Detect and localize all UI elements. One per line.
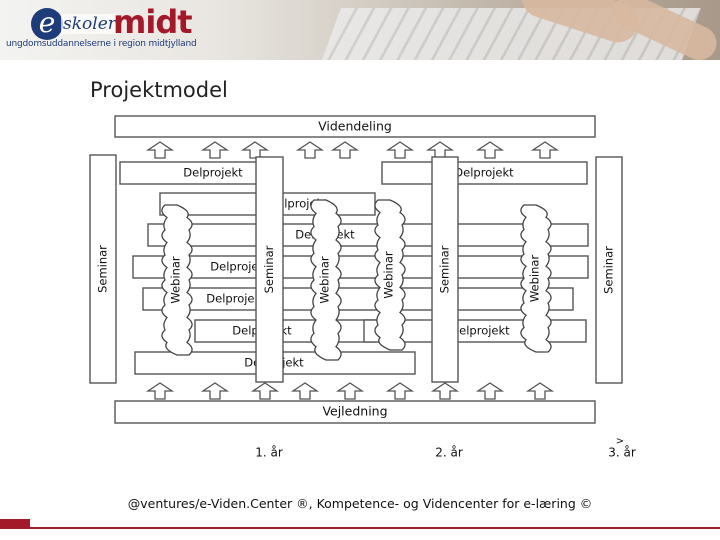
up-arrow — [200, 382, 230, 400]
up-arrow — [145, 382, 175, 400]
logo-e-icon: e — [31, 8, 63, 40]
up-arrow — [475, 141, 505, 159]
seminar-label: Seminar — [438, 245, 452, 293]
seminar-label: Seminar — [602, 246, 616, 294]
webinar-cloud — [520, 204, 552, 353]
up-arrow — [430, 382, 460, 400]
delprojekt-label: Delprojekt — [210, 260, 270, 274]
logo-midt: midt — [113, 3, 193, 41]
seminar-pillar — [431, 156, 459, 383]
up-arrow — [250, 382, 280, 400]
up-arrow — [335, 382, 365, 400]
year-label-3: 3. år — [608, 446, 636, 460]
logo-skoler: skoler — [61, 14, 118, 34]
up-arrow — [525, 382, 555, 400]
up-arrow — [330, 141, 360, 159]
vejledning-label: Vejledning — [322, 404, 387, 419]
up-arrow — [425, 141, 455, 159]
up-arrow — [530, 141, 560, 159]
seminar-pillar — [89, 154, 117, 384]
seminar-label: Seminar — [262, 245, 276, 293]
page-title: Projektmodel — [90, 78, 228, 102]
up-arrow — [385, 382, 415, 400]
webinar-label: Webinar — [169, 256, 183, 304]
up-arrow — [475, 382, 505, 400]
up-arrow — [290, 382, 320, 400]
up-arrow — [145, 141, 175, 159]
seminar-label: Seminar — [96, 245, 110, 293]
delprojekt-box — [142, 287, 574, 311]
videndeling-bar — [114, 115, 596, 138]
up-arrow — [295, 141, 325, 159]
webinar-label: Webinar — [382, 251, 396, 299]
bottom-rule — [0, 527, 720, 529]
year-label-1: 1. år — [255, 446, 283, 460]
arrow-marker: > — [616, 436, 624, 447]
webinar-label: Webinar — [318, 256, 332, 304]
delprojekt-label: Delprojekt — [450, 324, 510, 338]
corner-accent — [0, 519, 30, 527]
up-arrow — [240, 141, 270, 159]
webinar-cloud — [374, 199, 406, 351]
delprojekt-label: Delprojekt — [206, 292, 266, 306]
videndeling-label: Videndeling — [318, 119, 392, 134]
webinar-cloud — [161, 204, 193, 356]
seminar-pillar — [595, 156, 623, 384]
delprojekt-box — [132, 255, 589, 279]
footer-copyright: @ventures/e-Viden.Center ®, Kompetence- … — [127, 496, 593, 511]
webinar-label: Webinar — [528, 255, 542, 303]
header-banner: e skoler midt ungdomsuddannelserne i reg… — [0, 0, 720, 60]
delprojekt-label: Delprojekt — [454, 166, 514, 180]
webinar-cloud — [310, 199, 342, 361]
delprojekt-label: Delprojekt — [183, 166, 243, 180]
seminar-pillar — [255, 156, 284, 383]
up-arrow — [385, 141, 415, 159]
up-arrow — [200, 141, 230, 159]
year-label-2: 2. år — [435, 446, 463, 460]
vejledning-bar — [114, 400, 596, 424]
logo-subtitle: ungdomsuddannelserne i region midtjyllan… — [6, 39, 197, 49]
